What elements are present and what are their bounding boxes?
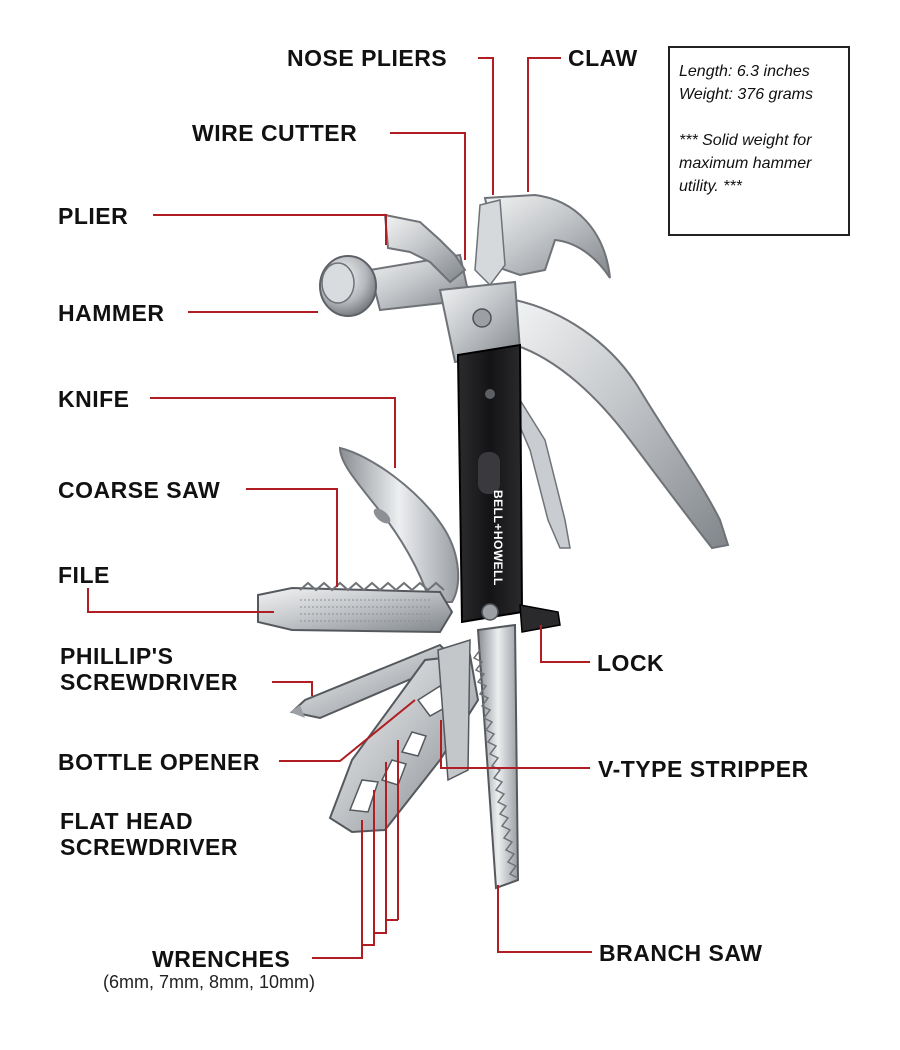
leader-coarse-saw: [246, 488, 338, 587]
wrench-cutout-1: [348, 779, 380, 813]
label-coarse-saw: COARSE SAW: [58, 477, 221, 503]
label-knife: KNIFE: [58, 386, 130, 412]
leader-branch-saw: [497, 885, 592, 953]
leader-knife: [150, 397, 396, 468]
handle-screw: [485, 389, 495, 399]
leader-v-type-stripper: [440, 720, 590, 769]
v-type-stripper: [437, 638, 471, 782]
knife-nail-nick: [373, 508, 391, 524]
label-wrenches-sizes: (6mm, 7mm, 8mm, 10mm): [103, 972, 316, 992]
knife-blade: [338, 446, 460, 603]
branch-saw: [476, 623, 520, 890]
leader-lock: [540, 625, 590, 663]
file-texture: [300, 599, 430, 622]
spec-length: Length: 6.3 inches: [679, 63, 810, 80]
label-bottle-opener: BOTTLE OPENER: [58, 749, 261, 775]
plier-handle-arm: [514, 298, 730, 550]
label-file: FILE: [58, 562, 110, 588]
spec-box: Length: 6.3 inches Weight: 376 grams ***…: [668, 46, 850, 236]
label-flat-head-line1: FLAT HEAD: [60, 808, 194, 834]
wrench-cutout-3: [400, 731, 428, 757]
leader-lines: [87, 57, 592, 959]
spec-note-line3: utility. ***: [679, 178, 742, 195]
lock-tab: [519, 604, 561, 633]
leader-phillips: [272, 681, 313, 696]
label-v-type-stripper: V-TYPE STRIPPER: [598, 756, 809, 782]
label-phillips-line1: PHILLIP'S: [60, 643, 174, 669]
hammer-face: [321, 262, 355, 304]
label-wire-cutter: WIRE CUTTER: [192, 120, 358, 146]
leader-plier: [153, 214, 387, 245]
tool-body: [319, 193, 730, 633]
branch-saw-teeth: [472, 649, 519, 879]
leader-wrench-join: [361, 919, 398, 958]
handle-slot: [478, 452, 500, 494]
label-wrenches: WRENCHES: [152, 946, 291, 972]
leader-wire-cutter: [390, 132, 466, 260]
nose-plier-jaws: [474, 199, 506, 287]
leader-nose-pliers: [478, 57, 494, 195]
spec-note-line2: maximum hammer: [679, 155, 812, 172]
label-claw: CLAW: [568, 45, 638, 71]
label-phillips-screwdriver: PHILLIP'S SCREWDRIVER: [60, 643, 238, 695]
claw: [483, 193, 611, 279]
leader-wrench-1: [312, 820, 363, 959]
label-branch-saw: BRANCH SAW: [599, 940, 763, 966]
label-phillips-line2: SCREWDRIVER: [60, 669, 239, 695]
wrench-cutout-2: [380, 759, 407, 786]
plier-jaw: [383, 213, 467, 284]
spec-note-line1: *** Solid weight for: [679, 132, 812, 149]
pivot-rivet-bottom: [481, 603, 499, 621]
label-flat-head-line2: SCREWDRIVER: [60, 834, 239, 860]
pivot-rivet-top: [472, 308, 492, 328]
brand-logo-text: BELL+HOWELL: [491, 490, 505, 586]
label-hammer: HAMMER: [58, 300, 165, 326]
label-nose-pliers: NOSE PLIERS: [287, 45, 448, 71]
phillips-tip: [290, 705, 305, 718]
label-plier: PLIER: [58, 203, 129, 229]
file-tool: [257, 586, 454, 634]
spring-lever: [514, 398, 571, 549]
label-flat-head-screwdriver: FLAT HEAD SCREWDRIVER: [60, 808, 238, 860]
label-lock: LOCK: [597, 650, 665, 676]
leader-bottle-opener: [279, 699, 416, 762]
leader-claw: [527, 57, 561, 192]
spec-weight: Weight: 376 grams: [679, 86, 813, 103]
coarse-saw-teeth: [299, 581, 445, 592]
leader-file: [87, 588, 274, 613]
